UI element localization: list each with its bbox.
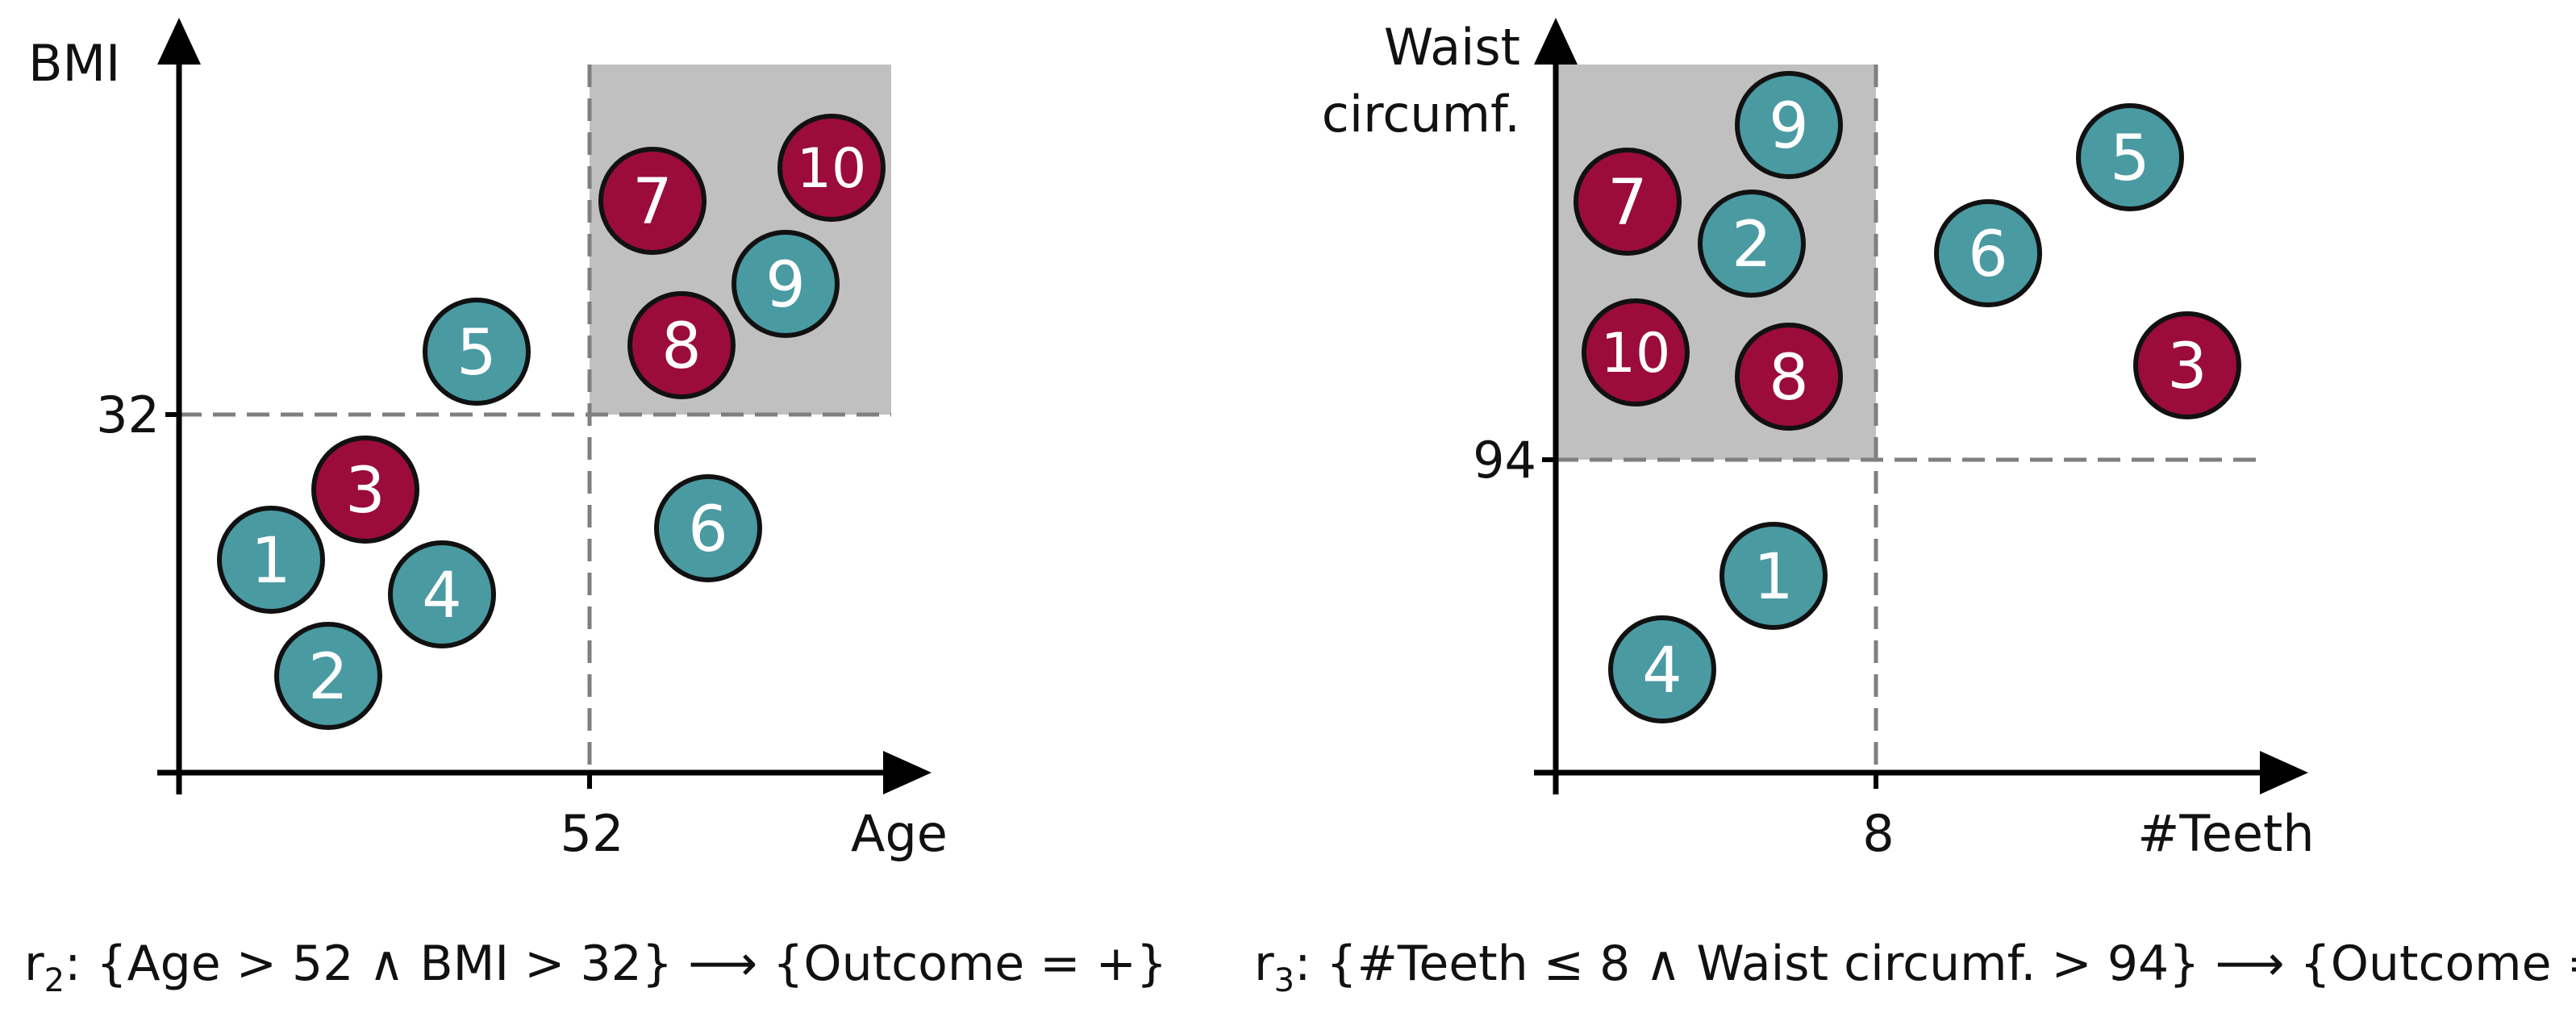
point-label: 1: [1753, 541, 1794, 614]
point-6: 6: [654, 474, 762, 582]
x-axis-arrow-icon: [2260, 751, 2308, 794]
point-label: 6: [688, 494, 728, 566]
point-2: 2: [274, 622, 382, 730]
point-marker: [1735, 71, 1843, 179]
point-5: 5: [2076, 103, 2184, 211]
point-label: 2: [308, 641, 348, 714]
point-marker: [1735, 323, 1843, 431]
point-marker: [217, 506, 325, 614]
point-1: 1: [1719, 522, 1828, 630]
point-6: 6: [1934, 199, 2042, 307]
point-8: 8: [627, 291, 736, 399]
point-label: 7: [1607, 167, 1648, 240]
point-label: 10: [797, 137, 867, 201]
panel-teeth-waist-points: 1 2 3 4 5 6 7: [1574, 71, 2241, 723]
point-label: 9: [1769, 90, 1809, 163]
y-axis-arrow-icon: [157, 18, 201, 65]
y-axis-label-line-2: circumf.: [1322, 85, 1520, 144]
point-label: 10: [1601, 322, 1671, 386]
point-label: 6: [1968, 219, 2008, 291]
x-threshold-label: 52: [561, 804, 624, 863]
point-marker: [654, 474, 762, 582]
point-label: 3: [2167, 331, 2207, 403]
rule-body: : {#Teeth ≤ 8 ∧ Waist circumf. > 94} ⟶ {…: [1294, 936, 2576, 992]
rule-r3-text: r3: {#Teeth ≤ 8 ∧ Waist circumf. > 94} ⟶…: [1254, 936, 2576, 999]
point-label: 4: [422, 560, 462, 632]
point-marker: [598, 147, 707, 255]
point-7: 7: [598, 147, 707, 255]
x-threshold-label: 8: [1862, 804, 1894, 863]
x-axis-arrow-icon: [883, 751, 932, 794]
point-2: 2: [1698, 190, 1806, 298]
rule-body: : {Age > 52 ∧ BMI > 32} ⟶ {Outcome = +}: [65, 936, 1167, 992]
point-3: 3: [2133, 311, 2241, 419]
point-label: 9: [765, 249, 806, 322]
point-10: 10: [1582, 298, 1690, 406]
rule-subscript: 2: [44, 962, 65, 999]
point-marker: [423, 298, 531, 406]
point-marker: [1698, 190, 1806, 298]
rule-subscript: 3: [1274, 962, 1294, 999]
point-label: 5: [456, 317, 497, 390]
point-4: 4: [388, 540, 496, 648]
rule-name: r: [24, 936, 44, 992]
point-1: 1: [217, 506, 325, 614]
point-10: 10: [777, 114, 886, 222]
point-marker: [1582, 298, 1690, 406]
point-marker: [1934, 199, 2042, 307]
point-8: 8: [1735, 323, 1843, 431]
point-marker: [1574, 148, 1682, 256]
x-axis-label: Age: [851, 804, 948, 863]
point-4: 4: [1608, 615, 1716, 723]
y-axis-label-line-1: Waist: [1384, 18, 1520, 77]
rule-name: r: [1254, 936, 1274, 992]
point-marker: [732, 230, 840, 338]
panel-teeth-waist: Waist circumf. 94 8 #Teeth 1 2 3 4: [1254, 18, 2576, 999]
y-threshold-label: 32: [96, 386, 160, 444]
point-5: 5: [423, 298, 531, 406]
point-marker: [274, 622, 382, 730]
point-marker: [627, 291, 736, 399]
point-3: 3: [311, 436, 419, 544]
point-marker: [311, 436, 419, 544]
point-label: 1: [251, 525, 291, 598]
point-label: 8: [1769, 342, 1809, 415]
panel-age-bmi-points: 1 2 3 4 5 6 7: [217, 114, 886, 730]
y-axis-label-line-1: BMI: [28, 34, 120, 93]
point-marker: [1719, 522, 1828, 630]
panel-age-bmi: BMI 32 52 Age 1 2 3 4 5: [24, 18, 1167, 999]
point-label: 2: [1732, 209, 1772, 281]
point-marker: [777, 114, 886, 222]
point-7: 7: [1574, 148, 1682, 256]
y-axis-arrow-icon: [1534, 18, 1578, 65]
point-9: 9: [1735, 71, 1843, 179]
x-axis-label: #Teeth: [2137, 804, 2314, 863]
point-label: 3: [345, 455, 386, 527]
point-marker: [2133, 311, 2241, 419]
point-label: 4: [1642, 635, 1682, 707]
y-threshold-label: 94: [1473, 431, 1536, 490]
point-marker: [2076, 103, 2184, 211]
point-label: 5: [2110, 123, 2150, 195]
point-marker: [388, 540, 496, 648]
point-label: 7: [632, 166, 673, 239]
point-9: 9: [732, 230, 840, 338]
point-label: 8: [661, 311, 702, 383]
point-marker: [1608, 615, 1716, 723]
rule-r2-text: r2: {Age > 52 ∧ BMI > 32} ⟶ {Outcome = +…: [24, 936, 1167, 999]
